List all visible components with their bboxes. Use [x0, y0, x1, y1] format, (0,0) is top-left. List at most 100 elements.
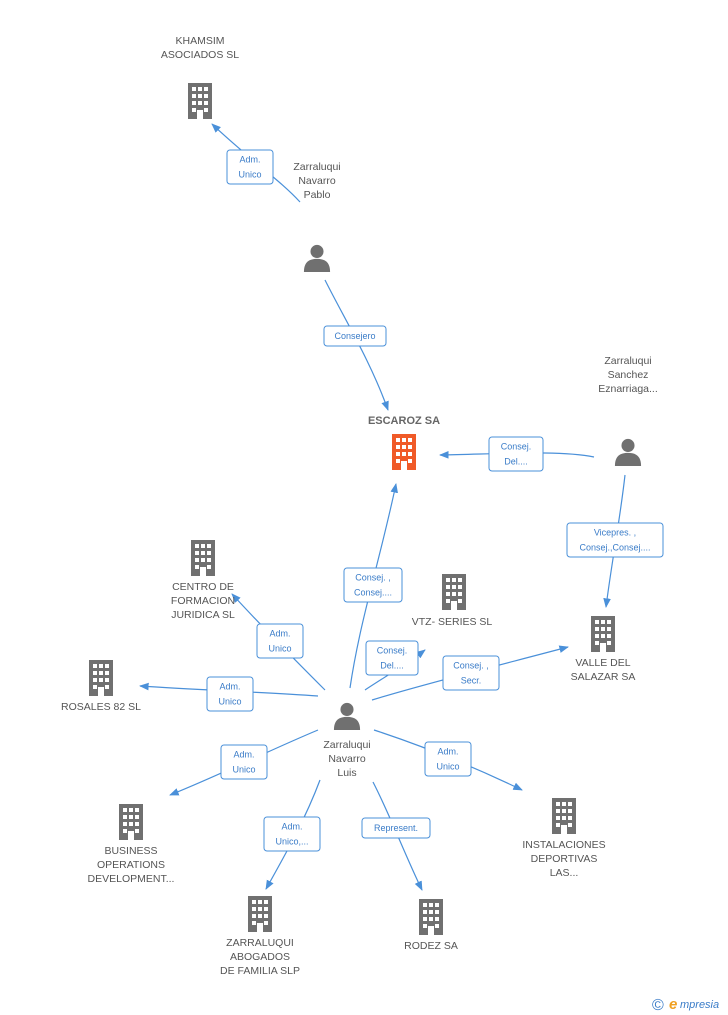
node-label-line: KHAMSIM [175, 35, 224, 47]
edge-label-frame [361, 817, 431, 839]
edge-label-line: Adm. [437, 747, 458, 757]
node-business[interactable]: BUSINESSOPERATIONSDEVELOPMENT... [88, 804, 175, 885]
edge-label-line: Unico [238, 170, 261, 180]
node-label-line: Navarro [328, 753, 366, 765]
node-label-line: Zarraluqui [293, 161, 340, 173]
node-label-line: Sanchez [608, 369, 649, 381]
edge-label-line: Consej. [501, 442, 532, 452]
edge-label-box[interactable]: Adm. Unico [220, 744, 268, 780]
edge-label-line: Unico [232, 765, 255, 775]
empresia-watermark: © e mpresia [652, 996, 719, 1014]
edge-luis-to-escaroz: Consej. ,Consej.... [343, 483, 403, 689]
edge-luis-to-abogados: Adm. Unico,... [263, 779, 321, 890]
edge-label-box[interactable]: Consej. ,Consej.... [343, 567, 403, 603]
node-vtz[interactable]: VTZ- SERIES SL [412, 574, 493, 628]
edge-label-line: Secr. [461, 676, 482, 686]
edge-label-box[interactable]: Vicepres. ,Consej.,Consej.... [566, 522, 664, 558]
node-label-line: DEPORTIVAS [531, 853, 598, 865]
edge-label-line: Consejero [334, 331, 375, 341]
edge-label-box[interactable]: Consejero [323, 325, 387, 347]
copyright-icon: © [652, 997, 664, 1014]
node-label-line: ZARRALUQUI [226, 937, 294, 949]
brand-name: mpresia [680, 999, 719, 1011]
node-sanchez[interactable]: ZarraluquiSanchezEznarriaga... [598, 355, 658, 466]
edge-pablo-to-escaroz: Consejero [323, 279, 389, 411]
node-label-line: DE FAMILIA SLP [220, 965, 300, 977]
building-icon [89, 660, 113, 696]
node-label-line: VALLE DEL [575, 657, 630, 669]
edge-label-line: Adm. [281, 822, 302, 832]
building-icon [188, 83, 212, 119]
building-icon [392, 434, 416, 470]
edge-luis-to-rodez: Represent. [361, 781, 431, 891]
edge-label-frame [424, 741, 472, 777]
edge-label-line: Adm. [233, 750, 254, 760]
node-label-line: VTZ- SERIES SL [412, 616, 493, 628]
edge-label-line: Del.... [380, 661, 404, 671]
edge-label-frame [566, 522, 664, 558]
edge-label-box[interactable]: Consej.Del.... [365, 640, 419, 676]
edge-label-box[interactable]: Adm. Unico,... [263, 816, 321, 852]
edge-label-line: Unico,... [275, 837, 308, 847]
node-label-line: ASOCIADOS SL [161, 49, 239, 61]
edge-label-frame [365, 640, 419, 676]
node-label-line: RODEZ SA [404, 940, 458, 952]
edge-label-frame [206, 676, 254, 712]
edge-sanchez-to-escaroz: Consej. Del.... [439, 436, 595, 472]
node-label-line: ROSALES 82 SL [61, 701, 141, 713]
node-label-line: Eznarriaga... [598, 383, 658, 395]
edge-label-line: Consej. , [355, 573, 391, 583]
edge-label-box[interactable]: Adm. Unico [206, 676, 254, 712]
edge-label-line: Unico [268, 644, 291, 654]
node-label-line: FORMACION [171, 595, 235, 607]
node-rosales[interactable]: ROSALES 82 SL [61, 660, 141, 713]
node-instalaciones[interactable]: INSTALACIONES DEPORTIVAS LAS... [522, 798, 606, 879]
person-icon [614, 438, 642, 466]
edge-label-box[interactable]: Consej. , Secr. [442, 655, 500, 691]
node-khamsim[interactable]: KHAMSIM ASOCIADOS SL [161, 35, 239, 119]
edge-luis-to-centro: Adm.Unico [231, 593, 326, 691]
edge-label-box[interactable]: Represent. [361, 817, 431, 839]
edge-label-box[interactable]: Consej. Del.... [488, 436, 544, 472]
node-label-line: OPERATIONS [97, 859, 165, 871]
edge-label-line: Unico [436, 762, 459, 772]
edge-label-line: Consej. , [453, 661, 489, 671]
edge-label-frame [442, 655, 500, 691]
edge-label-frame [263, 816, 321, 852]
brand-initial: e [669, 996, 677, 1013]
node-label-line: Pablo [304, 189, 331, 201]
edge-luis-to-business: Adm. Unico [169, 729, 319, 796]
node-escaroz[interactable]: ESCAROZ SA [368, 415, 440, 470]
edge-label-frame [323, 325, 387, 347]
node-label-line: INSTALACIONES [522, 839, 605, 851]
edge-label-frame [343, 567, 403, 603]
edge-label-line: Unico [218, 697, 241, 707]
node-label-line: ESCAROZ SA [368, 415, 440, 427]
node-label-line: ABOGADOS [230, 951, 290, 963]
node-rodez[interactable]: RODEZ SA [404, 899, 458, 952]
building-icon [191, 540, 215, 576]
edge-luis-to-valle: Consej. , Secr. [371, 645, 569, 701]
building-icon [419, 899, 443, 935]
edge-luis-to-rosales: Adm. Unico [139, 676, 319, 712]
edge-sanchez-to-valle: Vicepres. ,Consej.,Consej.... [566, 474, 664, 608]
edge-label-box[interactable]: Adm.Unico [256, 623, 304, 659]
node-label-line: CENTRO DE [172, 581, 234, 593]
edge-luis-to-vtz: Consej.Del.... [364, 640, 426, 691]
building-icon [552, 798, 576, 834]
edge-label-line: Adm. [219, 682, 240, 692]
node-valle[interactable]: VALLE DEL SALAZAR SA [571, 616, 636, 683]
node-label-line: SALAZAR SA [571, 671, 636, 683]
edge-label-box[interactable]: Adm. Unico [424, 741, 472, 777]
node-abogados[interactable]: ZARRALUQUI ABOGADOS DE FAMILIA SLP [220, 896, 300, 977]
edge-label-line: Del.... [504, 457, 528, 467]
edge-label-box[interactable]: Adm.Unico [226, 149, 274, 185]
node-label-line: Navarro [298, 175, 336, 187]
node-label-line: JURIDICA SL [171, 609, 235, 621]
node-centro[interactable]: CENTRO DE FORMACION JURIDICA SL [171, 540, 235, 621]
node-label-line: LAS... [550, 867, 579, 879]
person-icon [333, 702, 361, 730]
